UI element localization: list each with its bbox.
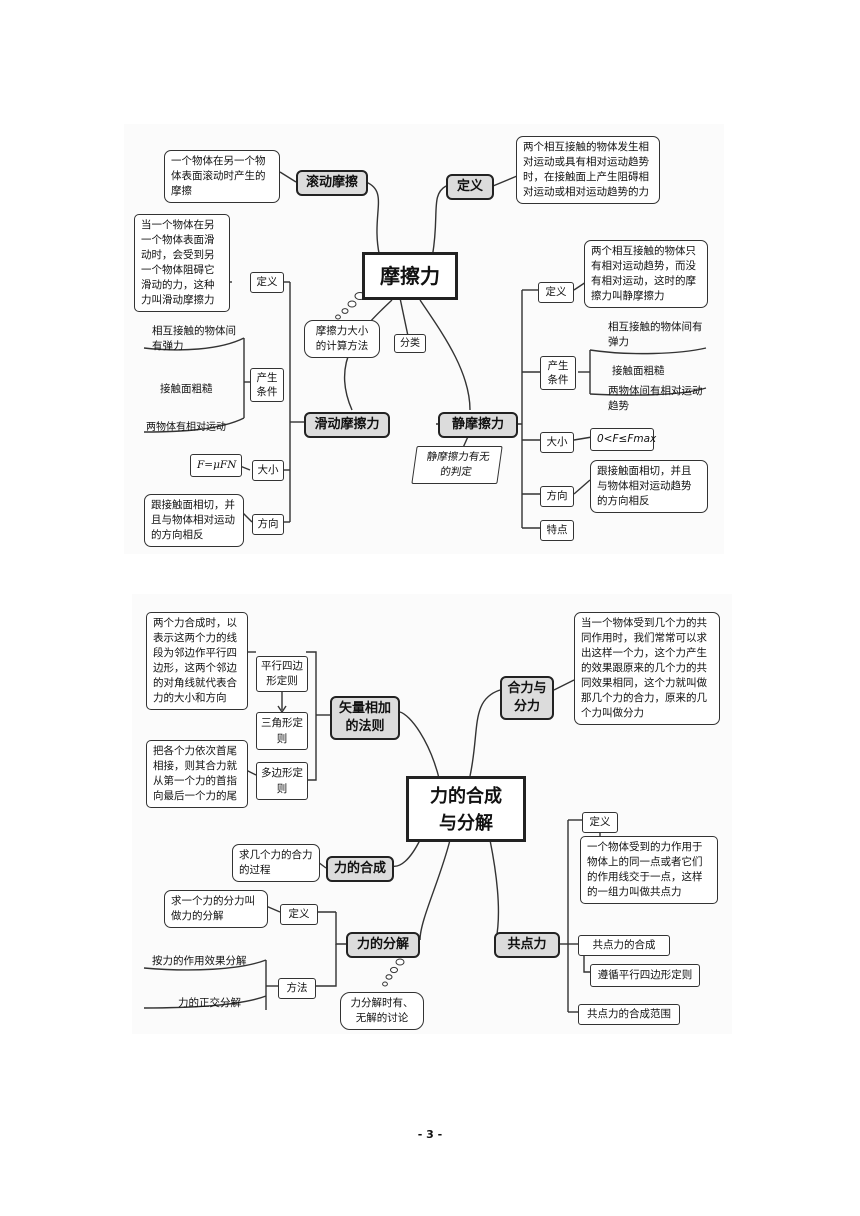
sliding-size-formula: F=μFN <box>190 454 242 477</box>
polygon-rule-label: 多边形定则 <box>256 762 308 800</box>
concurrent-force-title: 共点力 <box>494 932 560 958</box>
page-number: - 3 - <box>417 1128 443 1141</box>
static-cond-label: 产生条件 <box>540 356 576 390</box>
sliding-friction-title: 滑动摩擦力 <box>304 412 390 438</box>
decomposition-def-label: 定义 <box>280 904 318 925</box>
composition-title: 力的合成 <box>326 856 394 882</box>
decomposition-title: 力的分解 <box>346 932 420 958</box>
parallelogram-rule-label: 平行四边形定则 <box>256 656 308 692</box>
sliding-def-label: 定义 <box>250 272 284 293</box>
resultant-force-title: 合力与分力 <box>500 676 554 720</box>
decomposition-method-1: 按力的作用效果分解 <box>152 955 247 967</box>
decomposition-def-desc: 求一个力的分力叫做力的分解 <box>164 890 268 928</box>
static-friction-judge: 静摩擦力有无的判定 <box>411 446 503 484</box>
concurrent-comp-rule: 遵循平行四边形定则 <box>590 964 700 987</box>
sliding-condition-3: 两物体有相对运动 <box>146 422 226 433</box>
decomposition-discussion: 力分解时有、无解的讨论 <box>340 992 424 1030</box>
friction-center: 摩擦力 <box>362 252 458 300</box>
concurrent-def-desc: 一个物体受到的力作用于物体上的同一点或者它们的作用线交于一点，这样的一组力叫做共… <box>580 836 718 904</box>
sliding-size-label: 大小 <box>252 460 284 481</box>
sliding-def-desc: 当一个物体在另一个物体表面滑动时，会受到另一个物体阻碍它滑动的力，这种力叫滑动摩… <box>134 214 230 312</box>
sliding-condition-1: 相互接触的物体间有弹力 <box>152 325 236 352</box>
force-center-line1: 力的合成 <box>430 786 502 807</box>
polygon-rule-desc: 把各个力依次首尾相接，则其合力就从第一个力的首指向最后一个力的尾 <box>146 740 248 808</box>
static-dir-label: 方向 <box>540 486 574 507</box>
friction-definition-title: 定义 <box>446 174 494 200</box>
static-condition-2: 接触面粗糙 <box>612 365 665 377</box>
sliding-dir-desc: 跟接触面相切，并且与物体相对运动的方向相反 <box>144 494 244 547</box>
force-center-line2: 与分解 <box>439 813 493 834</box>
rolling-friction-title: 滚动摩擦 <box>296 170 368 196</box>
static-feature-label: 特点 <box>540 520 574 541</box>
decomposition-method-label: 方法 <box>278 978 316 999</box>
static-dir-desc: 跟接触面相切，并且与物体相对运动趋势的方向相反 <box>590 460 708 513</box>
concurrent-def-label: 定义 <box>582 812 618 833</box>
sliding-condition-2: 接触面粗糙 <box>160 383 213 395</box>
static-condition-1: 相互接触的物体间有弹力 <box>608 321 703 348</box>
static-size-formula: 0<F≤Fmax <box>590 428 656 451</box>
rolling-friction-desc: 一个物体在另一个物体表面滚动时产生的摩擦 <box>164 150 280 203</box>
concurrent-comp-label: 共点力的合成 <box>578 935 670 956</box>
resultant-force-desc: 当一个物体受到几个力的共同作用时，我们常常可以求出这样一个力，这个力产生的效果跟… <box>574 612 720 725</box>
vector-rule-title: 矢量相加的法则 <box>330 696 400 740</box>
static-def-label: 定义 <box>538 282 574 303</box>
sliding-dir-label: 方向 <box>252 514 284 535</box>
friction-classify-label: 分类 <box>394 334 426 353</box>
static-def-desc: 两个相互接触的物体只有相对运动趋势，而没有相对运动，这时的摩擦力叫静摩擦力 <box>584 240 708 308</box>
static-size-label: 大小 <box>540 432 574 453</box>
triangle-rule-label: 三角形定则 <box>256 712 308 750</box>
decomposition-method-2: 力的正交分解 <box>178 997 241 1009</box>
concurrent-range-label: 共点力的合成范围 <box>578 1004 680 1025</box>
static-friction-title: 静摩擦力 <box>438 412 518 438</box>
static-condition-3: 两物体间有相对运动趋势 <box>608 385 703 412</box>
composition-desc: 求几个力的合力的过程 <box>232 844 320 882</box>
parallelogram-rule-desc: 两个力合成时，以表示这两个力的线段为邻边作平行四边形，这两个邻边的对角线就代表合… <box>146 612 248 710</box>
friction-calc-method: 摩擦力大小的计算方法 <box>304 320 380 358</box>
friction-definition-desc: 两个相互接触的物体发生相对运动或具有相对运动趋势时，在接触面上产生阻碍相对运动或… <box>516 136 660 204</box>
sliding-cond-label: 产生条件 <box>250 368 284 402</box>
force-center: 力的合成 与分解 <box>406 776 526 842</box>
